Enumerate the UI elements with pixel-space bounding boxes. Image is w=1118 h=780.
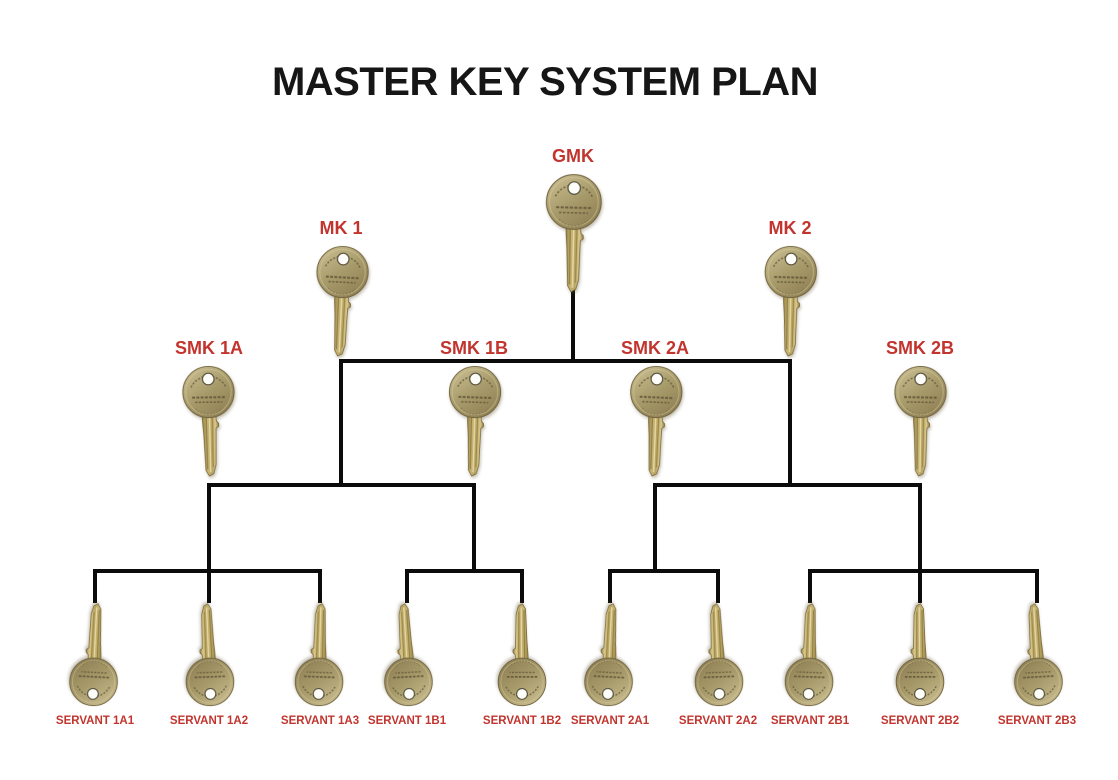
key-label: SERVANT 1B1: [367, 715, 447, 727]
node-servant-1a2: SERVANT 1A2: [151, 601, 267, 728]
key-label: SMK 1B: [439, 338, 508, 358]
node-gmk: GMK: [513, 146, 633, 295]
connector-line: [472, 483, 476, 573]
node-servant-1a1: SERVANT 1A1: [37, 601, 153, 728]
connector-line: [318, 569, 322, 603]
key-icon: [890, 364, 950, 479]
key-label: SMK 2B: [885, 338, 954, 358]
node-smk1b: SMK 1B: [414, 338, 534, 479]
key-icon: [540, 172, 605, 296]
connector-line: [918, 569, 922, 603]
key-label: SERVANT 1B2: [482, 715, 562, 727]
node-servant-1b1: SERVANT 1B1: [349, 601, 465, 728]
key-label: SERVANT 1A2: [169, 715, 249, 727]
key-icon: [443, 364, 505, 480]
key-label: SMK 1A: [174, 338, 243, 358]
key-label: SERVANT 2A2: [678, 715, 758, 727]
connector-line: [608, 569, 720, 573]
connector-line: [339, 359, 343, 487]
node-servant-1b2: SERVANT 1B2: [464, 601, 580, 728]
key-icon: [689, 600, 747, 708]
connector-line: [93, 569, 97, 603]
node-smk2a: SMK 2A: [595, 338, 715, 479]
key-label: SMK 2A: [620, 338, 689, 358]
connector-line: [608, 569, 612, 603]
connector-line: [207, 483, 211, 573]
node-mk2: MK 2: [730, 218, 850, 359]
key-icon: [291, 600, 349, 708]
node-mk1: MK 1: [281, 218, 401, 359]
node-smk1a: SMK 1A: [149, 338, 269, 479]
connector-line: [653, 483, 922, 487]
node-servant-2b2: SERVANT 2B2: [862, 601, 978, 728]
key-label: MK 1: [319, 218, 363, 238]
key-icon: [624, 363, 687, 479]
key-label: SERVANT 2B1: [770, 715, 850, 727]
key-label: SERVANT 2A1: [570, 715, 650, 727]
key-label: GMK: [552, 146, 594, 166]
connector-line: [207, 569, 211, 603]
key-icon: [580, 600, 639, 709]
key-label: SERVANT 1A1: [55, 715, 135, 727]
key-icon: [180, 600, 238, 708]
connector-line: [788, 359, 792, 487]
key-icon: [781, 600, 839, 708]
diagram-title: MASTER KEY SYSTEM PLAN: [271, 60, 819, 104]
connector-line: [207, 483, 476, 487]
key-icon: [893, 601, 947, 707]
key-label: SERVANT 1A3: [280, 715, 360, 727]
connector-line: [405, 569, 409, 603]
key-label: SERVANT 2B2: [880, 715, 960, 727]
node-servant-1a3: SERVANT 1A3: [262, 601, 378, 728]
node-servant-2b1: SERVANT 2B1: [752, 601, 868, 728]
node-servant-2a2: SERVANT 2A2: [660, 601, 776, 728]
connector-line: [571, 284, 575, 361]
node-servant-2a1: SERVANT 2A1: [552, 601, 668, 728]
key-label: SERVANT 2B3: [997, 715, 1077, 727]
key-icon: [309, 243, 373, 360]
connector-line: [653, 483, 657, 573]
key-icon: [495, 601, 549, 707]
connector-line: [405, 569, 524, 573]
key-icon: [760, 244, 821, 359]
key-icon: [179, 364, 239, 479]
connector-line: [1035, 569, 1039, 603]
key-icon: [1007, 600, 1066, 709]
key-label: MK 2: [768, 218, 812, 238]
key-icon: [65, 600, 124, 709]
connector-line: [339, 359, 792, 363]
key-icon: [377, 600, 436, 709]
node-smk2b: SMK 2B: [860, 338, 980, 479]
connector-line: [520, 569, 524, 603]
node-servant-2b3: SERVANT 2B3: [979, 601, 1095, 728]
connector-line: [808, 569, 812, 603]
connector-line: [808, 569, 1039, 573]
connector-line: [716, 569, 720, 603]
connector-line: [918, 483, 922, 573]
